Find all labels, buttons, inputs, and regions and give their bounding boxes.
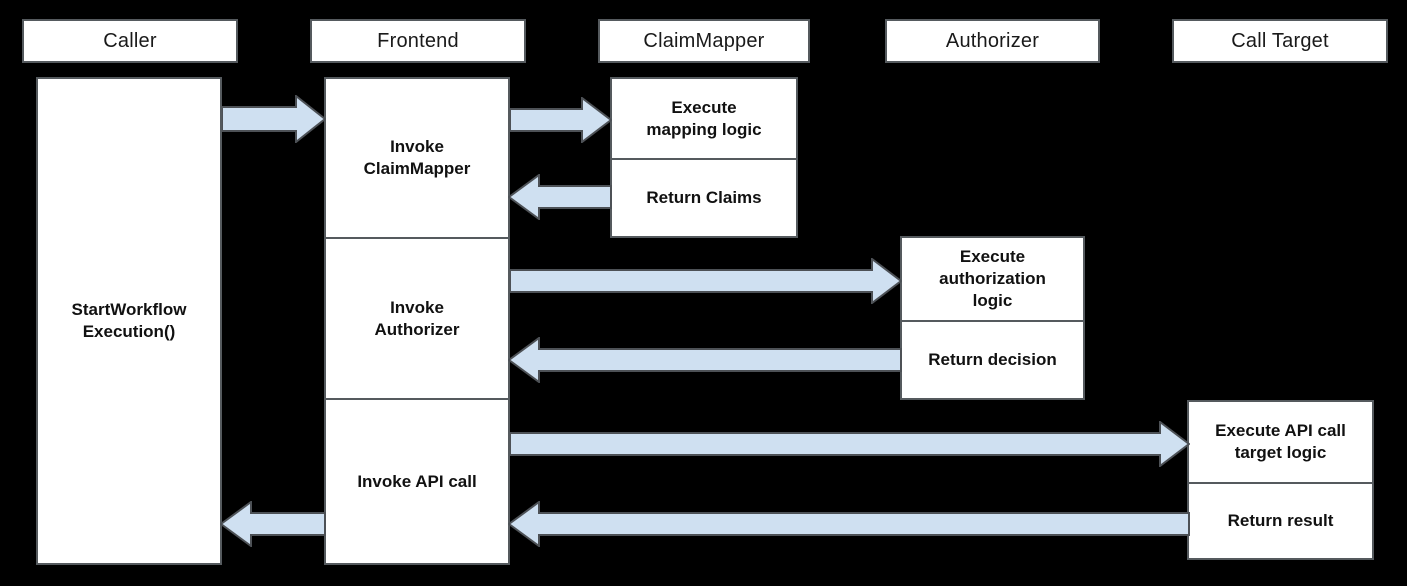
lifeline-caller[interactable]: StartWorkflow Execution()	[36, 77, 222, 565]
lifeline-calltarget[interactable]: Execute API call target logic Return res…	[1187, 400, 1374, 560]
lifeline-segment-frontend-invoke-authorizer[interactable]: Invoke Authorizer	[326, 237, 508, 398]
arrow-left-glyph	[508, 501, 1190, 547]
lifeline-segment-calltarget-return-result[interactable]: Return result	[1189, 482, 1372, 558]
arrow-right-glyph	[222, 95, 326, 143]
message-arrow-authorizer-to-frontend[interactable]	[508, 337, 902, 383]
participant-header-frontend[interactable]: Frontend	[310, 19, 526, 63]
lifeline-segment-label: Invoke ClaimMapper	[363, 137, 471, 178]
message-arrow-claimmapper-to-frontend[interactable]	[508, 174, 612, 220]
arrow-left-glyph	[508, 337, 902, 383]
participant-header-caller[interactable]: Caller	[22, 19, 238, 63]
lifeline-claimmapper[interactable]: Execute mapping logic Return Claims	[610, 77, 798, 238]
lifeline-segment-label: Execute mapping logic	[646, 97, 762, 139]
lifeline-segment-authorizer-execute-authorization[interactable]: Execute authorization logic	[902, 238, 1083, 320]
lifeline-segment-label: Execute authorization logic	[939, 247, 1046, 310]
arrow-left-glyph	[508, 174, 612, 220]
lifeline-segment-caller-start[interactable]: StartWorkflow Execution()	[38, 79, 220, 563]
participant-header-claimmapper[interactable]: ClaimMapper	[598, 19, 810, 63]
participant-label-frontend: Frontend	[377, 30, 459, 52]
lifeline-segment-claimmapper-return-claims[interactable]: Return Claims	[612, 158, 796, 236]
message-arrow-frontend-to-claimmapper[interactable]	[510, 97, 612, 143]
arrow-right-glyph	[510, 258, 902, 304]
lifeline-segment-label: Return result	[1227, 511, 1334, 531]
lifeline-segment-frontend-invoke-api-call[interactable]: Invoke API call	[326, 398, 508, 563]
participant-label-caller: Caller	[103, 30, 157, 52]
message-arrow-frontend-to-caller[interactable]	[220, 501, 326, 547]
lifeline-segment-authorizer-return-decision[interactable]: Return decision	[902, 320, 1083, 398]
participant-label-claimmapper: ClaimMapper	[643, 30, 765, 52]
lifeline-frontend[interactable]: Invoke ClaimMapper Invoke Authorizer Inv…	[324, 77, 510, 565]
participant-header-calltarget[interactable]: Call Target	[1172, 19, 1388, 63]
lifeline-segment-label: Return Claims	[646, 188, 762, 208]
message-arrow-caller-to-frontend[interactable]	[222, 95, 326, 143]
lifeline-segment-label: Invoke API call	[357, 471, 477, 491]
participant-header-authorizer[interactable]: Authorizer	[885, 19, 1100, 63]
arrow-right-glyph	[510, 97, 612, 143]
message-arrow-frontend-to-authorizer[interactable]	[510, 258, 902, 304]
lifeline-authorizer[interactable]: Execute authorization logic Return decis…	[900, 236, 1085, 400]
lifeline-segment-label: Return decision	[928, 350, 1057, 370]
message-arrow-frontend-to-calltarget[interactable]	[510, 421, 1190, 467]
participant-label-calltarget: Call Target	[1231, 30, 1329, 52]
lifeline-segment-label: StartWorkflow Execution()	[71, 300, 187, 341]
lifeline-segment-calltarget-execute-api-call[interactable]: Execute API call target logic	[1189, 402, 1372, 482]
lifeline-segment-claimmapper-execute-mapping[interactable]: Execute mapping logic	[612, 79, 796, 158]
participant-label-authorizer: Authorizer	[945, 30, 1040, 52]
lifeline-segment-frontend-invoke-claimmapper[interactable]: Invoke ClaimMapper	[326, 79, 508, 237]
message-arrow-calltarget-to-frontend[interactable]	[508, 501, 1190, 547]
lifeline-segment-label: Invoke Authorizer	[374, 297, 460, 339]
lifeline-segment-label: Execute API call target logic	[1215, 421, 1346, 462]
arrow-right-glyph	[510, 421, 1190, 467]
arrow-left-glyph	[220, 501, 326, 547]
